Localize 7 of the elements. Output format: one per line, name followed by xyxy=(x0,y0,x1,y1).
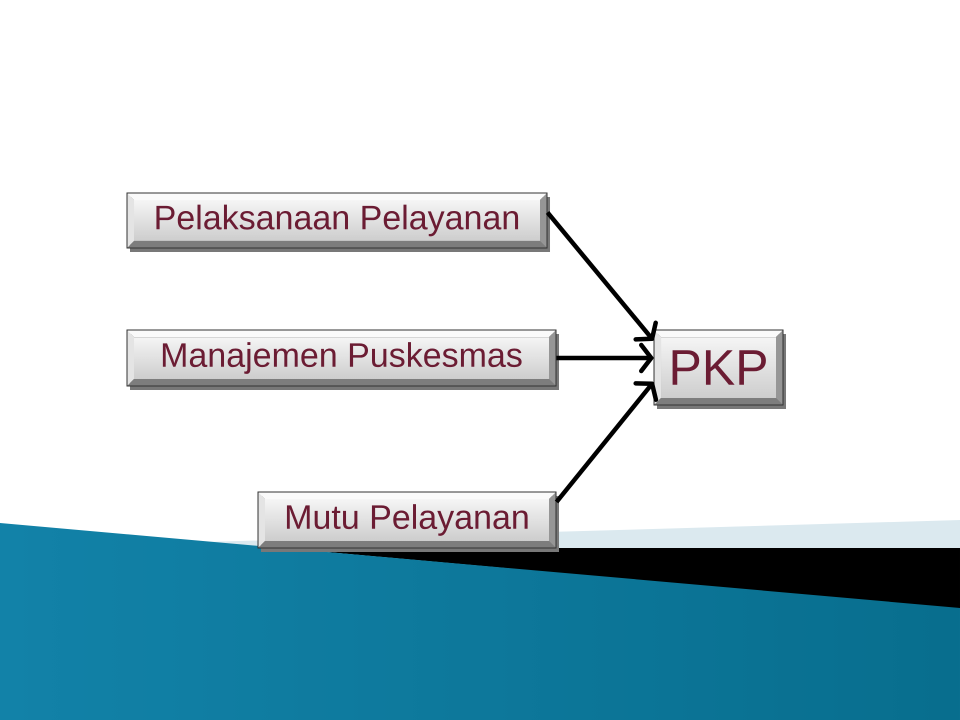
bevel-box: PKP xyxy=(654,330,786,409)
arrow xyxy=(546,211,658,342)
arrow xyxy=(556,342,654,374)
bevel-box: Mutu Pelayanan xyxy=(258,492,559,552)
bevel-box: Pelaksanaan Pelayanan xyxy=(126,192,550,252)
arrow xyxy=(554,381,658,504)
bevel-box: Manajemen Puskesmas xyxy=(126,330,559,390)
